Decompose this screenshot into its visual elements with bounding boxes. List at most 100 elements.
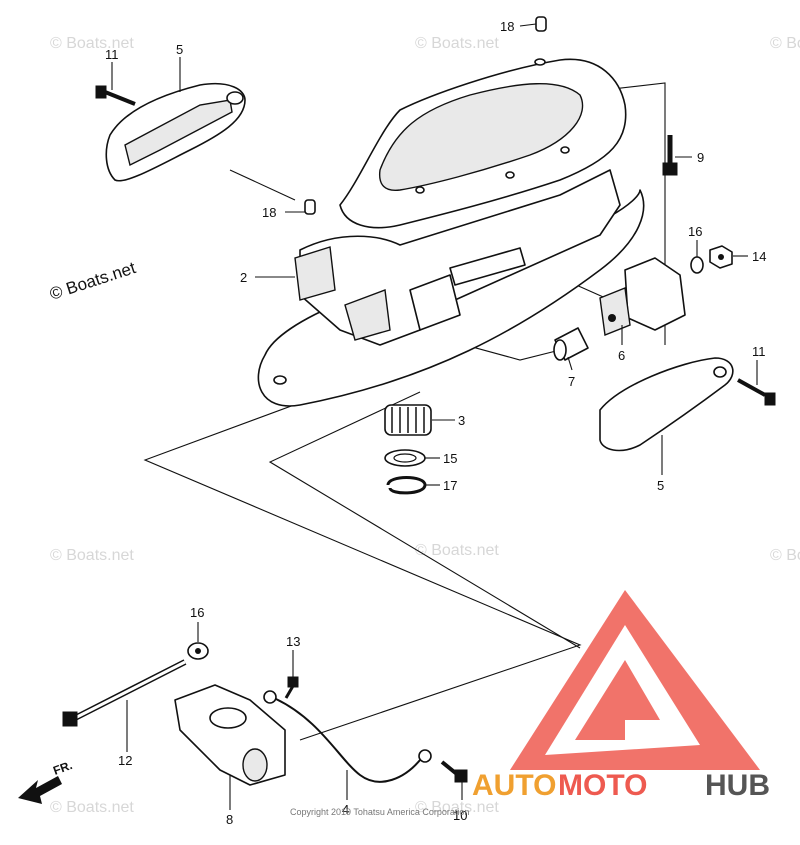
- logo-triangle-mark: [575, 660, 660, 740]
- washer-hole: [195, 648, 201, 654]
- callout-10: 10: [453, 808, 467, 823]
- callout-5: 5: [176, 42, 183, 57]
- callout-7: 7: [568, 374, 575, 389]
- callout-11: 11: [105, 47, 119, 62]
- callout-12: 12: [118, 753, 132, 768]
- bolt-shank: [737, 378, 766, 397]
- screw-shank: [284, 685, 295, 699]
- bolt-head: [454, 769, 468, 783]
- callout-leaders: [111, 23, 758, 810]
- mount-plate: [599, 287, 631, 336]
- callout-3: 3: [458, 413, 465, 428]
- bolt-12: [62, 659, 187, 727]
- pan-bolt-hole: [415, 186, 425, 194]
- pan-bolt-hole: [534, 58, 546, 66]
- logo-word-hub: HUB: [705, 769, 770, 802]
- callout-14: 14: [752, 249, 766, 264]
- dowel-pin-18-mid: [304, 199, 316, 215]
- housing-port: [344, 289, 391, 341]
- leader-line: [567, 356, 573, 371]
- watermark: © Boats.net: [50, 799, 134, 816]
- callout-16: 16: [688, 224, 702, 239]
- pan-bolt-hole: [505, 171, 515, 179]
- wire-terminal: [418, 749, 432, 763]
- housing-inlet: [294, 246, 336, 301]
- leader-line: [519, 23, 537, 27]
- watermark: © Boats.net: [50, 35, 134, 52]
- bolt-shank: [104, 90, 136, 106]
- callout-5: 5: [657, 478, 664, 493]
- copyright-notice: Copyright 2019 Tohatsu America Corporati…: [290, 807, 469, 817]
- ground-wire-4: [263, 690, 432, 783]
- mount-block-6: [599, 257, 686, 336]
- pan-bolt-hole: [560, 146, 570, 154]
- bracket-port: [242, 748, 268, 782]
- dowel-pin-18-top: [535, 16, 547, 32]
- watermark: © Boats.net: [415, 542, 499, 559]
- callout-11: 11: [752, 344, 766, 359]
- bolt-11-right: [737, 378, 776, 406]
- reference-line: [143, 339, 582, 741]
- bolt-shank-highlight: [74, 660, 186, 720]
- callout-18: 18: [500, 19, 514, 34]
- dowel-pin: [535, 16, 547, 32]
- side-cover-right: [599, 357, 734, 452]
- screw-head: [287, 676, 299, 688]
- bracket-hole: [209, 707, 247, 729]
- logo-word-moto: MOTO: [558, 769, 647, 802]
- callout-6: 6: [618, 348, 625, 363]
- cover-plate: [599, 357, 734, 452]
- watermark: © Boats.net: [50, 547, 134, 564]
- washer-16-bottom: [187, 642, 209, 660]
- callout-8: 8: [226, 812, 233, 827]
- washer-16-right: [690, 256, 704, 274]
- nut-14: [709, 245, 733, 269]
- callout-numbers: 18 11 5 9 18 16 14 2 6 7 11 3 15 17 5 16…: [105, 19, 766, 827]
- circlip: [386, 476, 427, 495]
- bolt-11-top: [95, 85, 136, 106]
- watermark-main: © Boats.net: [47, 258, 138, 304]
- bolt-head: [764, 392, 776, 406]
- cover-ribs: [124, 99, 233, 167]
- washer-15: [384, 449, 426, 467]
- bracket-8: [174, 684, 286, 786]
- cover-hole: [226, 91, 244, 105]
- cover-hole: [713, 366, 727, 378]
- front-label: FR.: [51, 758, 74, 778]
- callout-16: 16: [190, 605, 204, 620]
- callout-13: 13: [286, 634, 300, 649]
- watermark: © Boats.net: [770, 547, 800, 564]
- washer-inner: [393, 453, 417, 463]
- circlip-17: [386, 476, 427, 495]
- reference-line: [268, 391, 581, 649]
- mount-bracket: [409, 274, 461, 331]
- side-cover-left: [105, 82, 246, 182]
- mount-hole: [608, 314, 616, 322]
- screw-13: [284, 676, 299, 699]
- callout-18: 18: [262, 205, 276, 220]
- bolt-head: [62, 711, 78, 727]
- front-arrow-icon: [18, 776, 62, 804]
- washer: [690, 256, 704, 274]
- callout-9: 9: [697, 150, 704, 165]
- front-direction-indicator: FR.: [18, 758, 74, 804]
- mount-block: [624, 257, 686, 331]
- wire-cable: [275, 698, 421, 783]
- mount-rail: [449, 247, 526, 286]
- oil-pan-cavity: [378, 83, 584, 192]
- bushing-7: [553, 327, 589, 361]
- flange-hole: [273, 375, 287, 385]
- bushing-end: [553, 339, 567, 361]
- watermark: © Boats.net: [415, 35, 499, 52]
- watermark: © Boats.net: [770, 35, 800, 52]
- callout-17: 17: [443, 478, 457, 493]
- logo-word-auto: AUTO: [472, 769, 556, 802]
- bolt-9: [662, 135, 678, 176]
- wire-terminal: [263, 690, 277, 704]
- bolt-head: [662, 162, 678, 176]
- callout-4: 4: [342, 802, 349, 817]
- brand-logo: AUTO MOTO HUB: [472, 590, 770, 802]
- watermark: © Boats.net: [415, 799, 499, 816]
